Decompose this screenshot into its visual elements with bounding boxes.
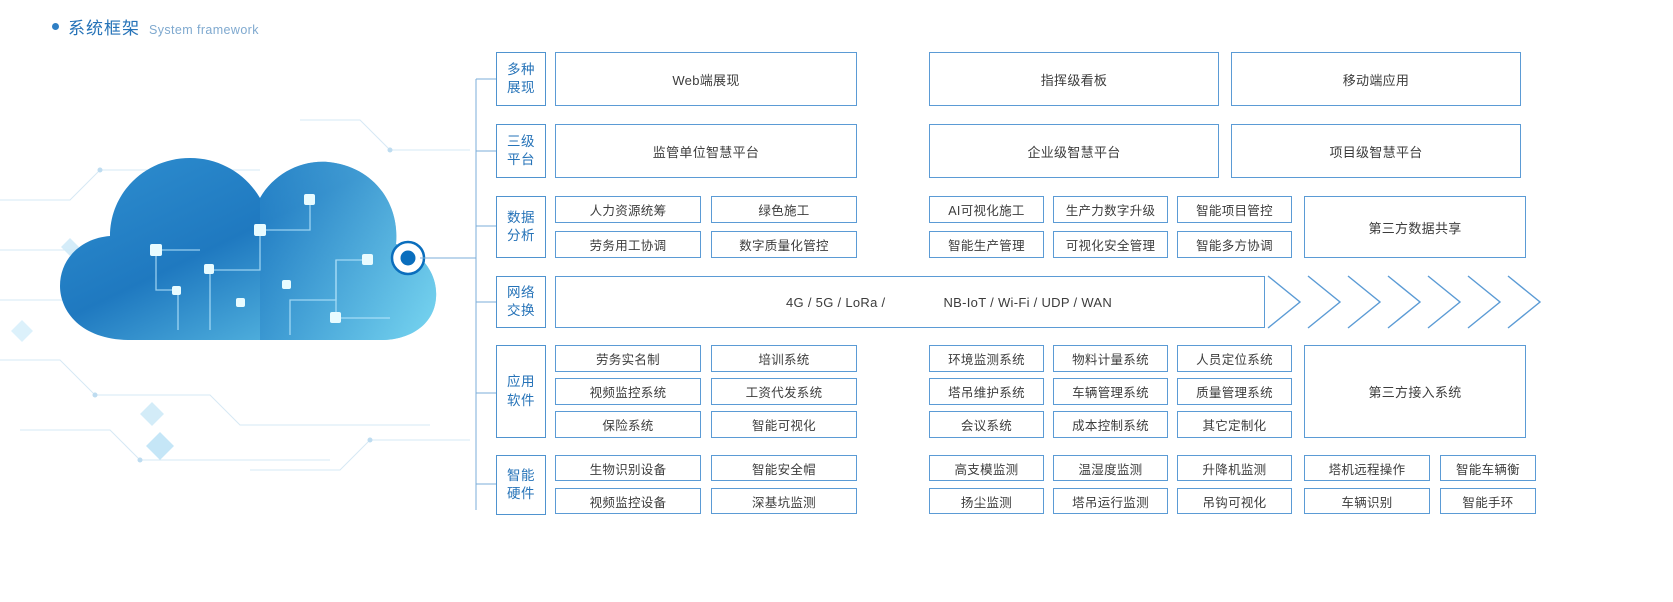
cell-network-banner[interactable]: 4G / 5G / LoRa / NB-IoT / Wi-Fi / UDP / … (555, 276, 1265, 328)
cell-tower-crane-remote-operation[interactable]: 塔机远程操作 (1304, 455, 1430, 481)
cell-third-party-data-sharing[interactable]: 第三方数据共享 (1304, 196, 1526, 258)
cell-green-construction[interactable]: 绿色施工 (711, 196, 857, 223)
group-app-left: 劳务实名制 培训系统 视频监控系统 工资代发系统 保险系统 智能可视化 (555, 345, 857, 438)
cell-productivity-upgrade[interactable]: 生产力数字升级 (1053, 196, 1168, 223)
group-hw-left: 生物识别设备 智能安全帽 视频监控设备 深基坑监测 (555, 455, 857, 515)
row-smart-hardware: 智能 硬件 生物识别设备 智能安全帽 视频监控设备 深基坑监测 高支模监测 温湿… (496, 455, 1536, 515)
cell-hoist-monitoring[interactable]: 升降机监测 (1177, 455, 1292, 481)
dot-icon (52, 23, 59, 30)
cell-high-formwork-monitoring[interactable]: 高支模监测 (929, 455, 1044, 481)
cell-mobile-app[interactable]: 移动端应用 (1231, 52, 1521, 106)
cell-tower-crane-maintenance-system[interactable]: 塔吊维护系统 (929, 378, 1044, 405)
group-data-analysis-mid: AI可视化施工 生产力数字升级 智能项目管控 智能生产管理 可视化安全管理 智能… (929, 196, 1292, 258)
cell-web-display[interactable]: Web端展现 (555, 52, 857, 106)
cloud-graphic (0, 119, 470, 471)
cell-insurance-system[interactable]: 保险系统 (555, 411, 701, 438)
cell-other-customization[interactable]: 其它定制化 (1177, 411, 1292, 438)
row-network-exchange: 网络 交换 4G / 5G / LoRa / NB-IoT / Wi-Fi / … (496, 276, 1265, 328)
network-protocols-part2: NB-IoT / Wi-Fi / UDP / WAN (943, 294, 1113, 310)
cell-smart-visualization[interactable]: 智能可视化 (711, 411, 857, 438)
row-application-software: 应用 软件 劳务实名制 培训系统 视频监控系统 工资代发系统 保险系统 智能可视… (496, 345, 1526, 438)
cell-project-platform[interactable]: 项目级智慧平台 (1231, 124, 1521, 178)
cell-deep-foundation-pit-monitoring[interactable]: 深基坑监测 (711, 488, 857, 514)
cell-visual-safety-mgmt[interactable]: 可视化安全管理 (1053, 231, 1168, 258)
cell-hr-coordination[interactable]: 人力资源统筹 (555, 196, 701, 223)
cloud-illustration (0, 0, 470, 602)
cell-dust-monitoring[interactable]: 扬尘监测 (929, 488, 1044, 514)
row-category-data-analysis: 数据 分析 (496, 196, 546, 258)
cell-tower-crane-operation-monitoring[interactable]: 塔吊运行监测 (1053, 488, 1168, 514)
row-category-application-software: 应用 软件 (496, 345, 546, 438)
row-category-three-tier-platform: 三级 平台 (496, 124, 546, 178)
group-app-mid: 环境监测系统 物料计量系统 人员定位系统 塔吊维护系统 车辆管理系统 质量管理系… (929, 345, 1292, 438)
cell-enterprise-platform[interactable]: 企业级智慧平台 (929, 124, 1219, 178)
cloud-node-icon (390, 240, 426, 276)
cell-labor-real-name[interactable]: 劳务实名制 (555, 345, 701, 372)
cell-third-party-access-system[interactable]: 第三方接入系统 (1304, 345, 1526, 438)
cell-payroll-system[interactable]: 工资代发系统 (711, 378, 857, 405)
connector-bracket (420, 78, 496, 510)
cell-temp-humidity-monitoring[interactable]: 温湿度监测 (1053, 455, 1168, 481)
cell-personnel-positioning-system[interactable]: 人员定位系统 (1177, 345, 1292, 372)
cell-video-surveillance-system[interactable]: 视频监控系统 (555, 378, 701, 405)
cell-smart-production-mgmt[interactable]: 智能生产管理 (929, 231, 1044, 258)
cell-regulator-platform[interactable]: 监管单位智慧平台 (555, 124, 857, 178)
cell-environment-monitoring-system[interactable]: 环境监测系统 (929, 345, 1044, 372)
cell-training-system[interactable]: 培训系统 (711, 345, 857, 372)
cell-vehicle-management-system[interactable]: 车辆管理系统 (1053, 378, 1168, 405)
cell-vehicle-recognition[interactable]: 车辆识别 (1304, 488, 1430, 514)
cell-ai-visual-construction[interactable]: AI可视化施工 (929, 196, 1044, 223)
cell-command-dashboard[interactable]: 指挥级看板 (929, 52, 1219, 106)
cell-video-surveillance-device[interactable]: 视频监控设备 (555, 488, 701, 514)
network-chevrons (1267, 275, 1542, 329)
cell-smart-project-control[interactable]: 智能项目管控 (1177, 196, 1292, 223)
cell-biometric-device[interactable]: 生物识别设备 (555, 455, 701, 481)
group-hw-far: 塔机远程操作 智能车辆衡 车辆识别 智能手环 (1304, 455, 1536, 515)
page-title-cn: 系统框架 (68, 19, 140, 38)
cell-material-metering-system[interactable]: 物料计量系统 (1053, 345, 1168, 372)
cell-quality-management-system[interactable]: 质量管理系统 (1177, 378, 1292, 405)
row-category-presentation: 多种 展现 (496, 52, 546, 106)
cell-meeting-system[interactable]: 会议系统 (929, 411, 1044, 438)
cell-smart-truck-scale[interactable]: 智能车辆衡 (1440, 455, 1536, 481)
cell-hook-visualization[interactable]: 吊钩可视化 (1177, 488, 1292, 514)
network-protocols-part1: 4G / 5G / LoRa / (786, 294, 886, 310)
group-hw-mid: 高支模监测 温湿度监测 升降机监测 扬尘监测 塔吊运行监测 吊钩可视化 (929, 455, 1292, 515)
page-title: 系统框架 System framework (52, 14, 259, 39)
cell-smart-multiparty-coord[interactable]: 智能多方协调 (1177, 231, 1292, 258)
cell-cost-control-system[interactable]: 成本控制系统 (1053, 411, 1168, 438)
cell-smart-helmet[interactable]: 智能安全帽 (711, 455, 857, 481)
row-category-network-exchange: 网络 交换 (496, 276, 546, 328)
row-three-tier-platform: 三级 平台 监管单位智慧平台 企业级智慧平台 项目级智慧平台 (496, 124, 1521, 178)
cell-labor-coordination[interactable]: 劳务用工协调 (555, 231, 701, 258)
page-title-en: System framework (149, 23, 259, 37)
cell-digital-quality-control[interactable]: 数字质量化管控 (711, 231, 857, 258)
group-data-analysis-left: 人力资源统筹 绿色施工 劳务用工协调 数字质量化管控 (555, 196, 857, 258)
row-category-smart-hardware: 智能 硬件 (496, 455, 546, 515)
row-data-analysis: 数据 分析 人力资源统筹 绿色施工 劳务用工协调 数字质量化管控 AI可视化施工… (496, 196, 1526, 258)
cell-smart-wristband[interactable]: 智能手环 (1440, 488, 1536, 514)
row-presentation: 多种 展现 Web端展现 指挥级看板 移动端应用 (496, 52, 1521, 106)
